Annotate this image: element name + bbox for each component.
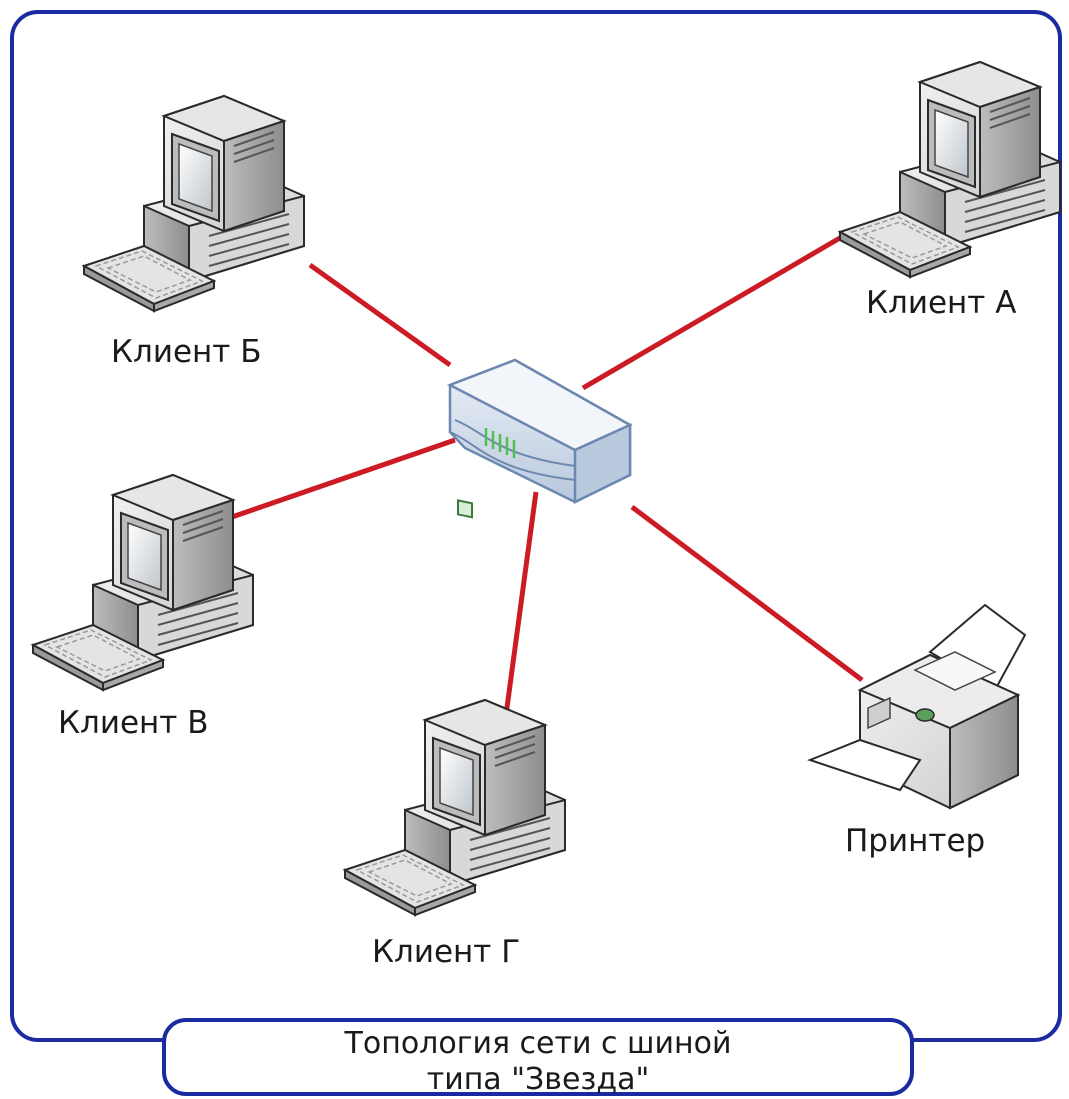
label-printer: Принтер bbox=[845, 823, 986, 859]
diagram-caption: Топология сети с шиной типа "Звезда" bbox=[162, 1018, 914, 1097]
network-links bbox=[231, 232, 864, 716]
label-client-g: Клиент Г bbox=[372, 934, 521, 970]
computer-client-v-icon bbox=[32, 474, 254, 691]
printer-icon bbox=[807, 603, 1027, 810]
caption-line-2: типа "Звезда" bbox=[426, 1062, 650, 1097]
label-client-a: Клиент А bbox=[866, 285, 1017, 321]
link-client-g bbox=[503, 491, 539, 716]
computer-client-b-icon bbox=[83, 95, 305, 312]
link-printer bbox=[630, 505, 864, 682]
link-client-v bbox=[231, 437, 456, 520]
caption-line-1: Топология сети с шиной bbox=[344, 1026, 732, 1061]
hub-icon bbox=[446, 358, 633, 519]
link-client-b bbox=[308, 262, 452, 368]
label-client-v: Клиент В bbox=[58, 705, 209, 741]
label-client-b: Клиент Б bbox=[111, 334, 262, 370]
computer-client-g-icon bbox=[344, 699, 566, 916]
computer-client-a-icon bbox=[839, 61, 1061, 278]
link-client-a bbox=[581, 232, 847, 391]
